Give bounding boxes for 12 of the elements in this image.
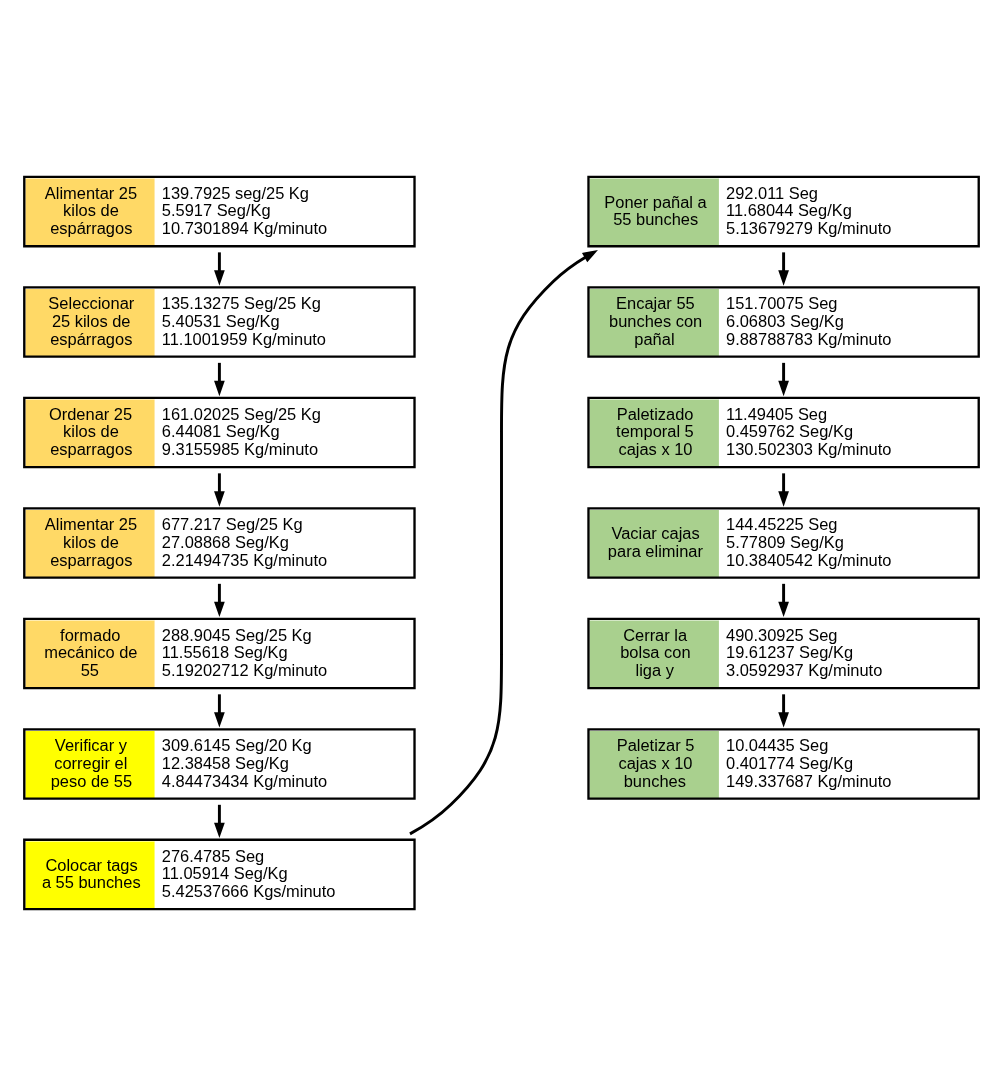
arrow <box>777 473 789 507</box>
arrow <box>777 252 789 286</box>
arrow <box>213 804 225 839</box>
arrow <box>777 694 789 728</box>
arrow <box>213 473 225 507</box>
arrow <box>213 362 225 397</box>
arrow <box>777 583 789 618</box>
arrow <box>777 362 789 397</box>
arrow <box>408 250 598 836</box>
arrow <box>213 583 225 618</box>
arrow <box>213 252 225 286</box>
arrow <box>213 694 225 728</box>
